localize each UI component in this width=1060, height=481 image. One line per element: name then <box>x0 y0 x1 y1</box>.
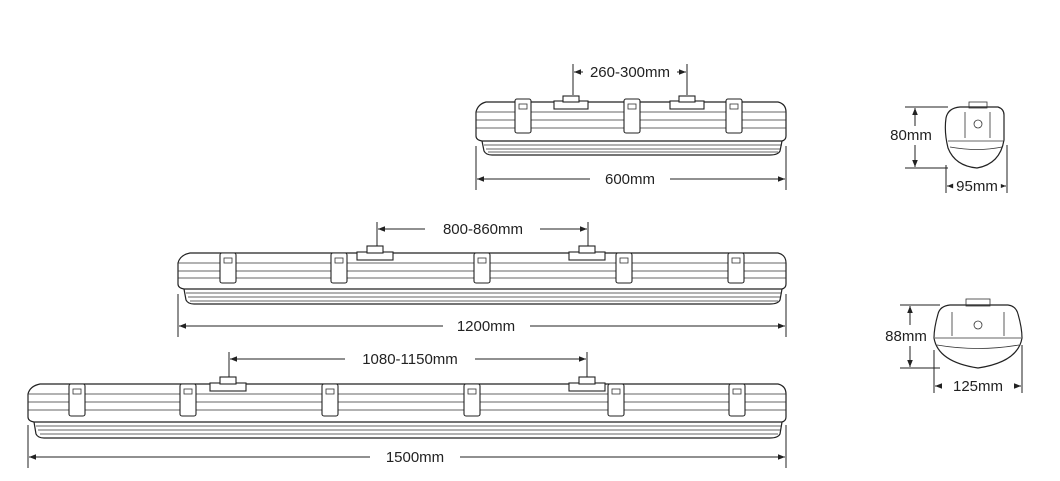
profile-small-width-label: 95mm <box>956 178 998 195</box>
label-backdrop <box>601 170 659 189</box>
fixture-1200-length-label: 1200mm <box>457 318 515 335</box>
label-backdrop <box>586 63 674 82</box>
label-backdrop <box>949 377 1007 396</box>
profile-large-shape <box>933 298 1023 369</box>
fixture-1200-mount-label: 800-860mm <box>443 221 523 238</box>
label-backdrop <box>887 126 935 145</box>
fixture-1500-length-dimension: 1500mm <box>27 425 787 468</box>
profile-large-height-dimension: 88mm <box>882 304 940 369</box>
fixture-1500-brackets <box>209 376 606 392</box>
fixture-1200-body <box>177 252 787 305</box>
label-backdrop <box>382 448 448 467</box>
fixture-1500-length-label: 1500mm <box>386 449 444 466</box>
fixture-1500-mount-label: 1080-1150mm <box>362 351 458 368</box>
profile-large-height-label: 88mm <box>885 328 927 345</box>
fixture-600-mount-label: 260-300mm <box>590 64 670 81</box>
profile-small-height-label: 80mm <box>890 127 932 144</box>
profile-small-shape <box>944 101 1005 169</box>
fixture-600-mount-dimension: 260-300mm <box>572 63 688 95</box>
fixture-1500-body <box>27 383 787 439</box>
fixture-600-brackets <box>553 95 705 110</box>
profile-small-height-dimension: 80mm <box>887 106 948 169</box>
profile-small-width-dimension: 95mm <box>945 145 1008 196</box>
fixture-1500-mount-dimension: 1080-1150mm <box>228 350 588 377</box>
label-backdrop <box>453 317 519 336</box>
fixture-600-length-label: 600mm <box>605 171 655 188</box>
profile-large-width-label: 125mm <box>953 378 1003 395</box>
fixture-600-length-dimension: 600mm <box>475 146 787 190</box>
profile-small: 80mm 95mm <box>887 101 1008 196</box>
fixture-1200-clips <box>219 252 745 284</box>
fixture-1500-clips <box>68 383 746 417</box>
fixture-1200: 800-860mm 1200mm <box>177 220 787 337</box>
fixture-1200-length-dimension: 1200mm <box>177 294 787 337</box>
label-backdrop <box>953 177 1001 196</box>
fixture-1200-brackets <box>356 245 606 261</box>
label-backdrop <box>439 220 527 239</box>
profile-large: 88mm 125mm <box>882 298 1023 396</box>
fixture-1200-mount-dimension: 800-860mm <box>376 220 589 246</box>
fixture-1500: 1080-1150mm 1500mm <box>27 350 787 468</box>
label-backdrop <box>882 327 930 346</box>
fixture-600-clips <box>514 98 743 134</box>
label-backdrop <box>359 350 461 369</box>
profile-large-width-dimension: 125mm <box>933 345 1023 396</box>
fixture-600: 260-300mm 600mm <box>475 63 787 190</box>
